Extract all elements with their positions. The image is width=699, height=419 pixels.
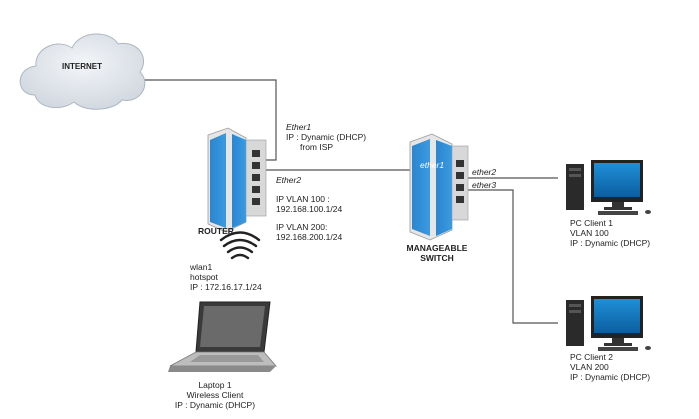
wlan-ip: IP : 172.16.17.1/24 <box>190 282 262 292</box>
wifi-icon <box>219 231 261 260</box>
internet-label: INTERNET <box>62 62 102 71</box>
switch-label-line2: SWITCH <box>420 253 454 263</box>
vlan100-address: 192.168.100.1/24 <box>276 204 343 214</box>
link-switch-pc2 <box>463 189 558 324</box>
switch-port-label: ether1 <box>420 160 445 170</box>
laptop-name: Laptop 1 <box>198 380 232 390</box>
laptop-icon <box>168 301 277 372</box>
router-icon <box>207 127 267 233</box>
router-ether1-label: Ether1 <box>286 122 312 132</box>
router-ether1-ip-source: from ISP <box>300 142 334 152</box>
pc2-vlan: VLAN 200 <box>570 362 609 372</box>
link-internet-router <box>120 79 277 161</box>
connection-lines <box>120 79 558 324</box>
laptop-role: Wireless Client <box>186 390 244 400</box>
switch-ether2-label: ether2 <box>472 167 497 177</box>
wlan-mode: hotspot <box>190 272 218 282</box>
pc-client-2-icon <box>566 296 651 351</box>
switch-label-line1: MANAGEABLE <box>406 243 468 253</box>
switch-ether3-label: ether3 <box>472 180 497 190</box>
router-ether2-label: Ether2 <box>276 175 302 185</box>
switch-icon <box>409 133 469 241</box>
wlan-name: wlan1 <box>190 262 213 272</box>
vlan200-title: IP VLAN 200: <box>276 222 328 232</box>
vlan100-title: IP VLAN 100 : <box>276 194 330 204</box>
pc2-ip: IP : Dynamic (DHCP) <box>570 372 651 382</box>
internet-cloud-icon <box>19 33 146 110</box>
pc1-name: PC Client 1 <box>570 218 613 228</box>
router-label: ROUTER <box>198 226 234 236</box>
vlan200-address: 192.168.200.1/24 <box>276 232 343 242</box>
laptop-ip: IP : Dynamic (DHCP) <box>174 400 256 410</box>
pc1-ip: IP : Dynamic (DHCP) <box>570 238 651 248</box>
router-ether1-ip: IP : Dynamic (DHCP) <box>286 132 367 142</box>
pc2-name: PC Client 2 <box>570 352 613 362</box>
pc-client-1-icon <box>566 160 651 215</box>
pc1-vlan: VLAN 100 <box>570 228 609 238</box>
